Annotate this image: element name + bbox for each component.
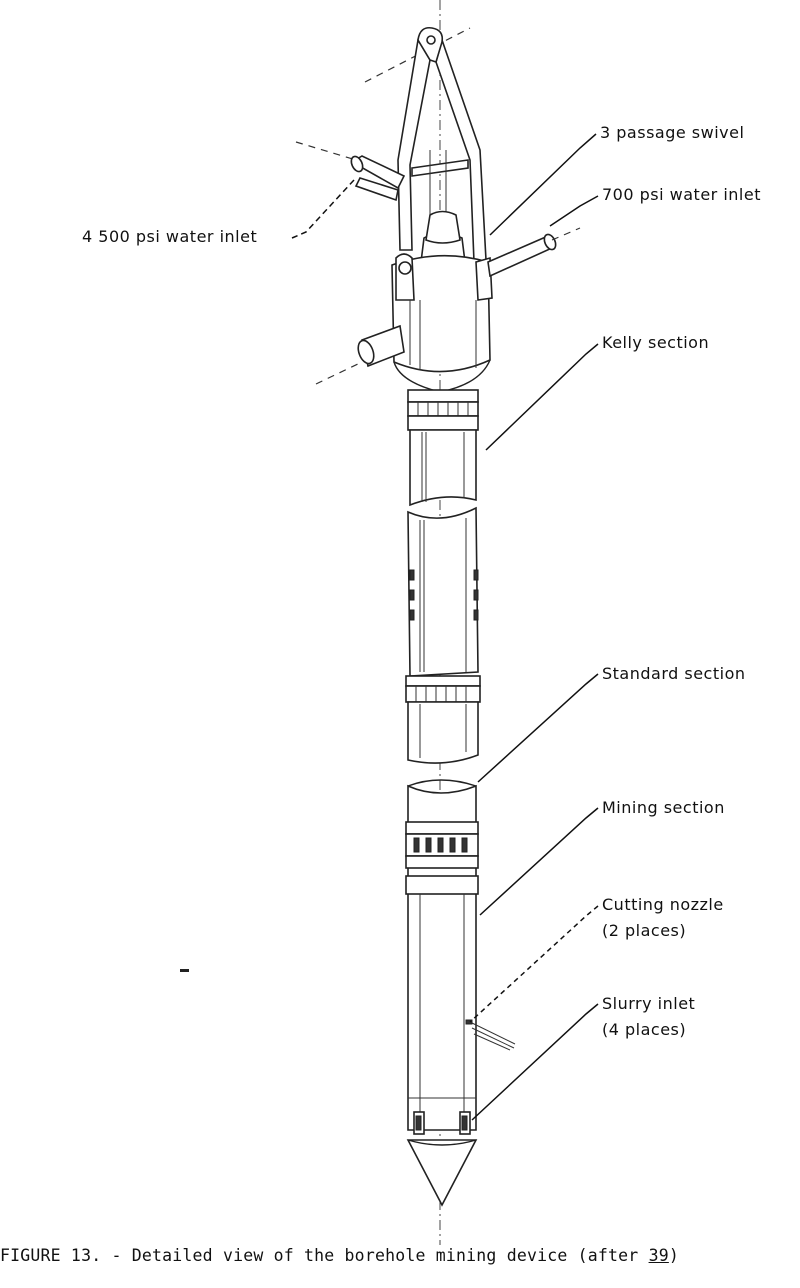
stray-mark xyxy=(180,969,189,972)
label-standard-section: Standard section xyxy=(602,664,746,683)
label-3-passage-swivel: 3 passage swivel xyxy=(600,123,745,142)
inlet-4500-pipe xyxy=(295,141,406,202)
label-mining-section: Mining section xyxy=(602,798,725,817)
swivel-assembly xyxy=(364,26,493,393)
figure-caption: FIGURE 13. - Detailed view of the boreho… xyxy=(0,1246,800,1265)
side-inlet-stub xyxy=(315,324,405,385)
label-slurry-inlet: Slurry inlet xyxy=(602,994,696,1013)
label-kelly-section: Kelly section xyxy=(602,333,710,352)
leader-kelly xyxy=(485,343,599,451)
kelly-section xyxy=(407,389,479,507)
label-cutting-nozzle: Cutting nozzle xyxy=(602,895,724,914)
label-700-psi-inlet: 700 psi water inlet xyxy=(602,185,761,204)
leader-lines xyxy=(291,133,599,1121)
inlet-700-pipe xyxy=(487,227,581,278)
leader-slurry xyxy=(471,1003,599,1121)
mining-section-tube xyxy=(405,779,516,1207)
label-slurry-inlet-count: (4 places) xyxy=(602,1020,687,1039)
leader-standard xyxy=(477,673,599,783)
caption-end: ) xyxy=(668,1246,679,1265)
caption-reference: 39 xyxy=(648,1246,669,1265)
leader-swivel xyxy=(489,133,597,236)
standard-tube-upper xyxy=(405,506,481,764)
leader-cutting xyxy=(469,905,599,1023)
label-4500-psi-inlet: 4 500 psi water inlet xyxy=(82,227,258,246)
label-cutting-nozzle-count: (2 places) xyxy=(602,921,687,940)
caption-text: FIGURE 13. - Detailed view of the boreho… xyxy=(0,1246,649,1265)
leader-mining xyxy=(479,807,599,916)
leader-700 xyxy=(549,195,599,227)
leader-4500 xyxy=(291,179,355,239)
